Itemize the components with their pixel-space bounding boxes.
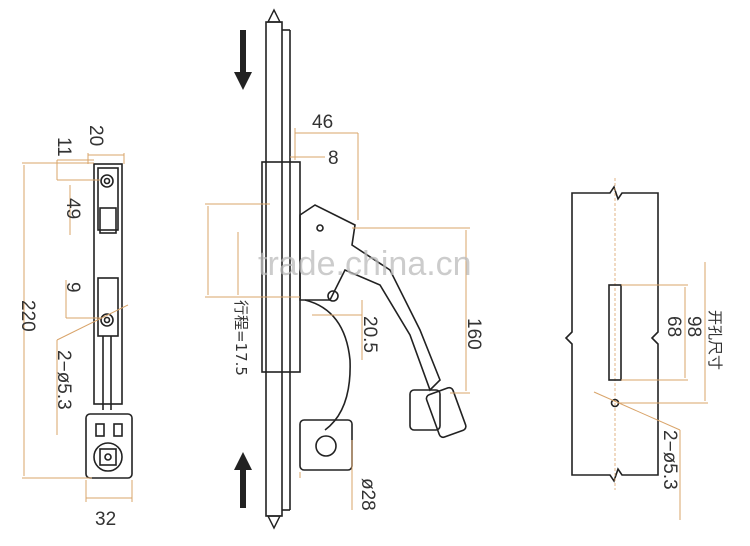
dim-knob: ø28	[357, 478, 378, 511]
dim-hole-to-slot: 98	[683, 316, 704, 337]
dim-holes: 2−ø5.3	[53, 350, 74, 410]
left-plate	[93, 163, 123, 405]
dim-depth: 46	[312, 112, 333, 133]
dim-top-offset: 11	[53, 137, 74, 157]
watermark: trade.china.cn	[258, 245, 472, 283]
left-view: 20 11 49 9 220 2−ø5.3 32	[17, 125, 133, 530]
dim-total-length: 220	[17, 300, 38, 332]
arrow-up-icon	[234, 452, 252, 508]
dim-slot: 68	[663, 316, 684, 337]
dim-stroke: 行程=17.5	[232, 300, 250, 376]
dim-bottom-width: 32	[95, 509, 116, 530]
dim-hole-spacing-lower: 9	[62, 282, 83, 293]
handle	[299, 204, 441, 392]
dim-handle: 20.5	[359, 316, 380, 353]
dim-hole-spacing-upper: 49	[62, 198, 83, 219]
arrow-down-icon	[234, 30, 252, 90]
cutout-slot	[608, 284, 622, 381]
cutout-label: 开孔尺寸	[706, 310, 724, 370]
base-knob	[299, 419, 353, 471]
mount-hole	[100, 313, 114, 327]
panel-section	[564, 185, 659, 483]
dim-offset: 8	[328, 148, 339, 169]
lock-knob	[409, 389, 441, 431]
dim-top-width: 20	[85, 125, 106, 146]
dim-height: 160	[463, 318, 484, 350]
right-view: 68 98 开孔尺寸 2−ø5.3	[564, 178, 724, 520]
dim-holes-right: 2−ø5.3	[659, 430, 680, 490]
rod	[265, 21, 283, 517]
middle-view: 46 8 行程=17.5 20.5 160 ø28	[205, 8, 484, 530]
